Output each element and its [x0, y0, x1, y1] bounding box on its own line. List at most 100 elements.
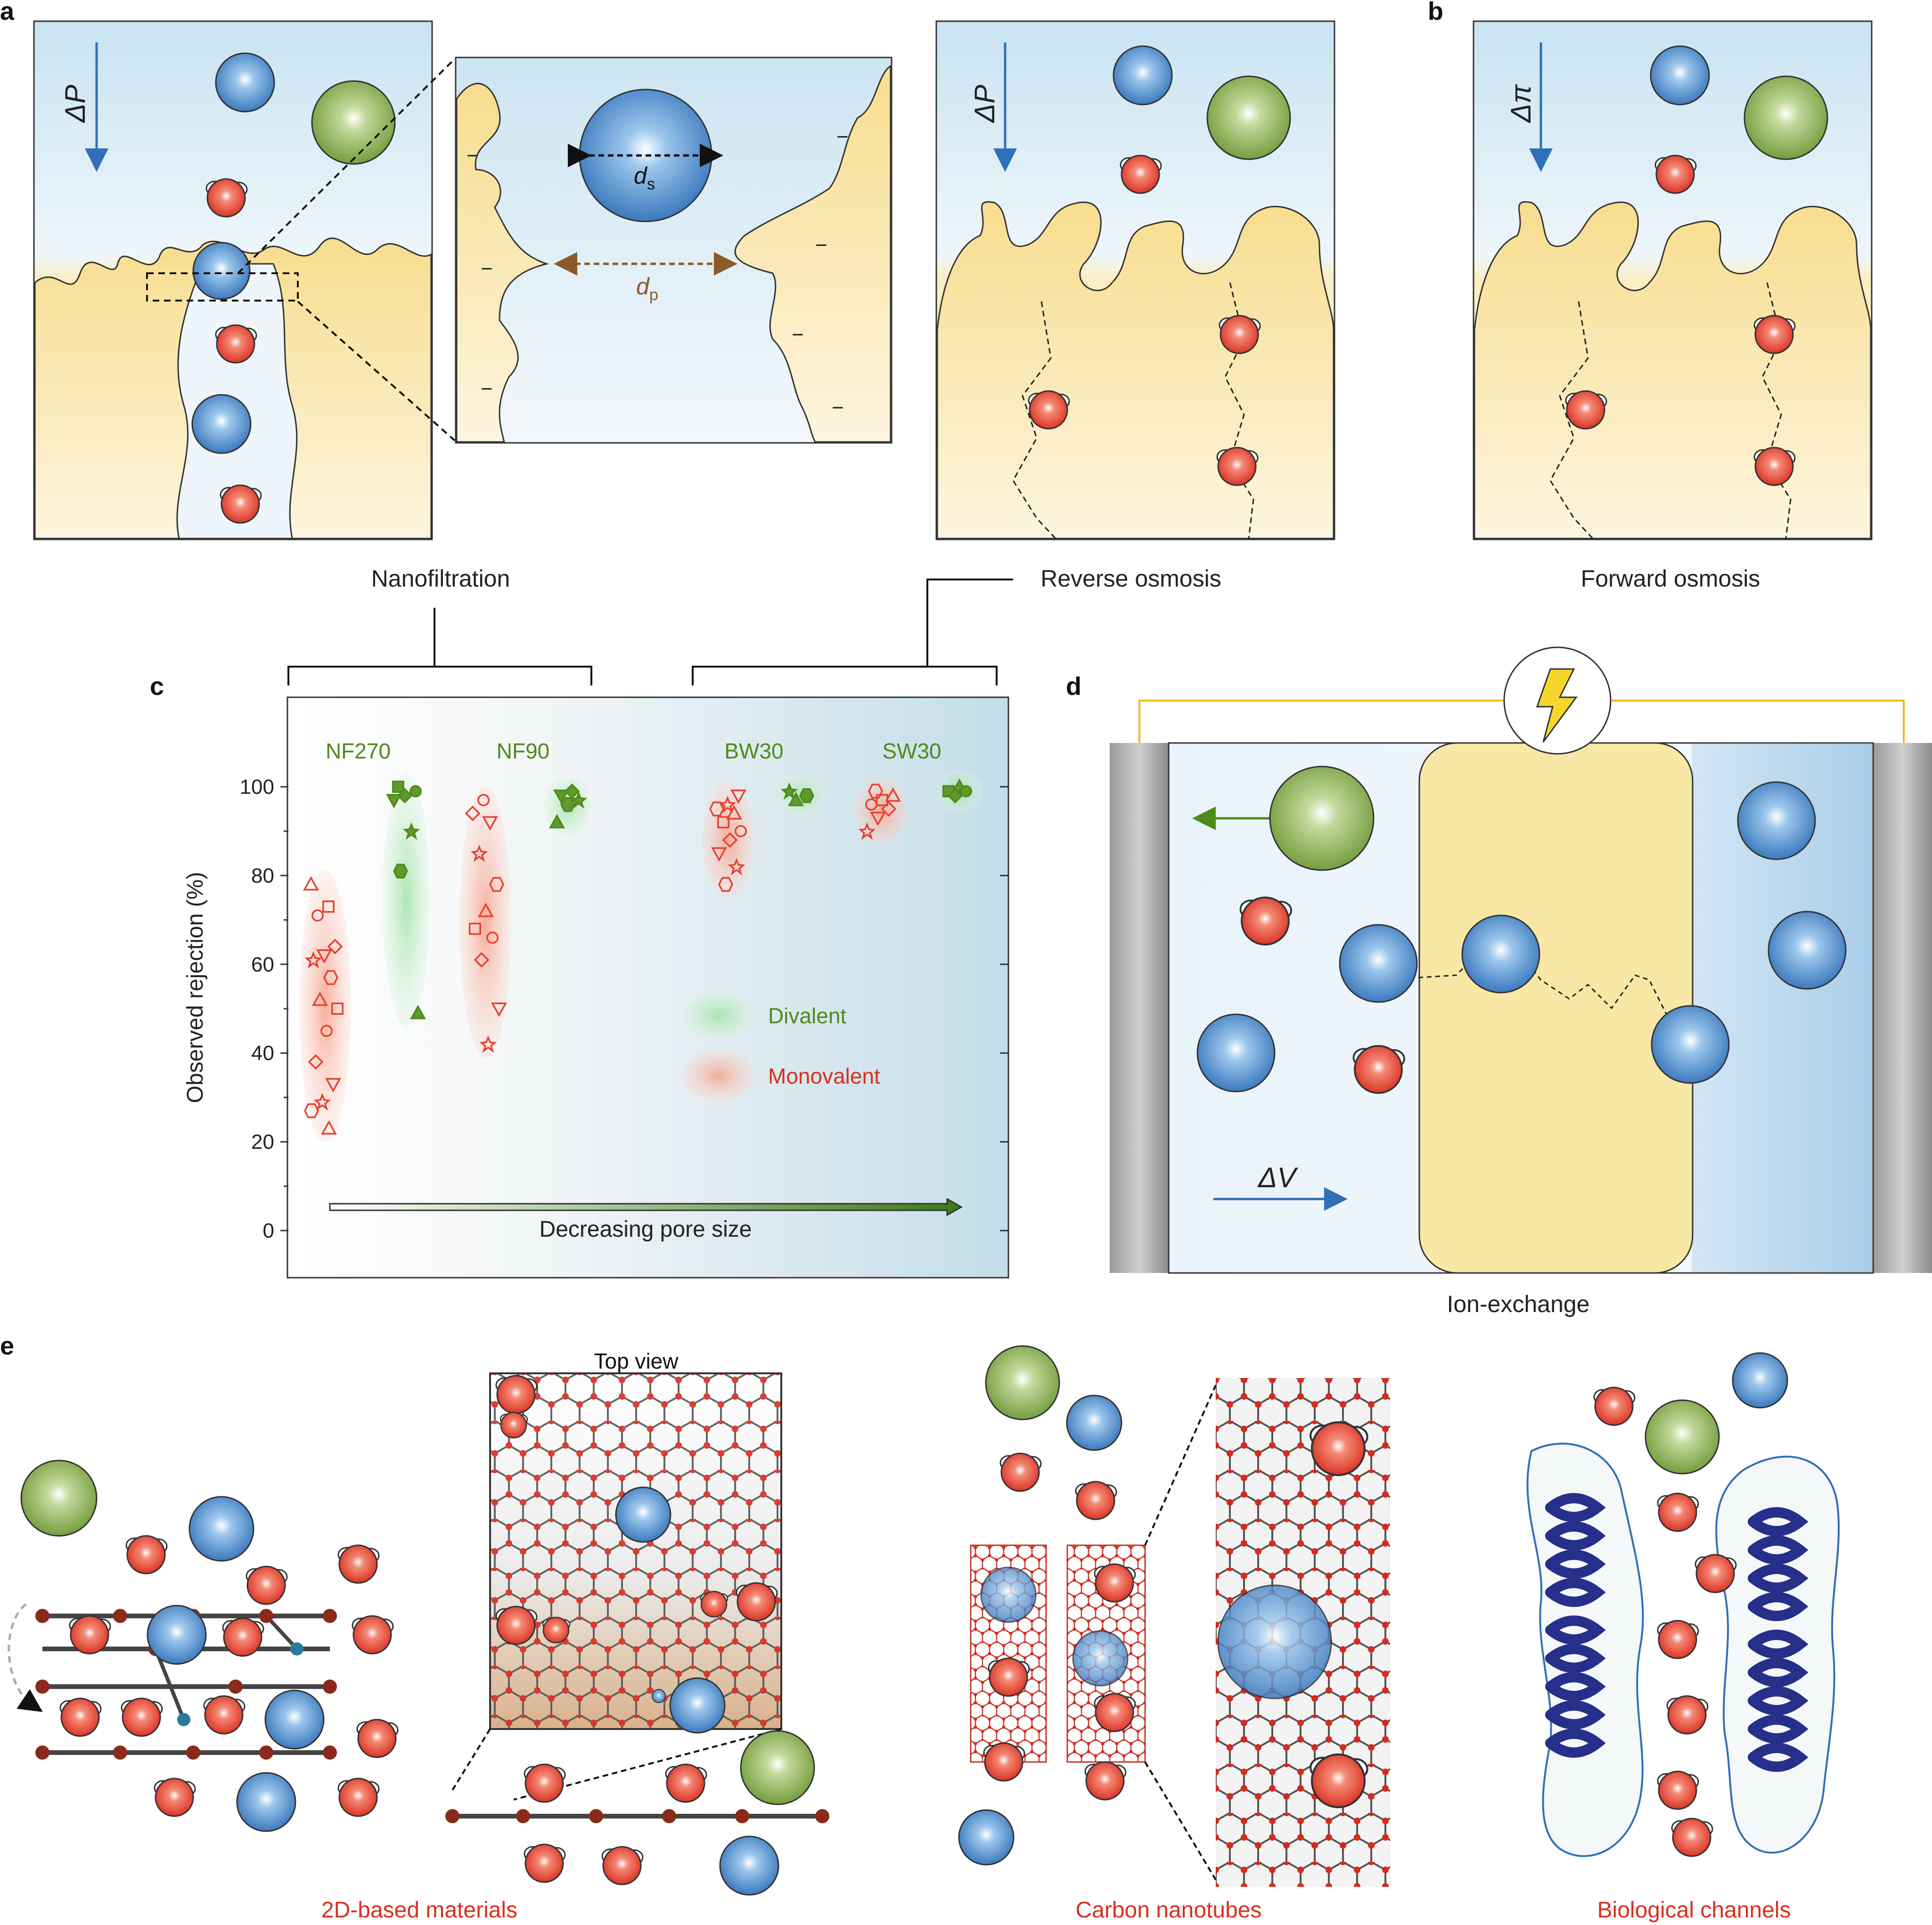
- ion-diameter-label: ds: [634, 163, 655, 193]
- cloud-bw30-monovalent: [702, 781, 754, 899]
- water-molecule: [337, 1778, 380, 1817]
- pressure-label: ΔP: [969, 85, 1000, 123]
- water-molecule: [121, 1697, 163, 1737]
- zoom-line: [297, 301, 456, 441]
- panel-letter-a: a: [0, 0, 15, 25]
- caption-forward-osmosis: Forward osmosis: [1581, 565, 1760, 592]
- legend-swatch-divalent: [683, 989, 754, 1041]
- monovalent-ion: [958, 1809, 1015, 1866]
- data-point-monovalent: [320, 1025, 333, 1037]
- data-point-monovalent: [489, 877, 504, 892]
- charge-sign: −: [836, 125, 849, 148]
- data-point-divalent: [553, 789, 569, 804]
- divalent-ion: [20, 1460, 98, 1537]
- data-point-monovalent: [313, 1093, 331, 1111]
- data-point-divalent: [560, 797, 575, 812]
- monovalent-ion: [188, 1496, 254, 1562]
- monovalent-ion: [264, 1689, 325, 1750]
- data-point-monovalent: [321, 1120, 337, 1135]
- y-tick-label: 60: [251, 953, 274, 976]
- dense-membrane: [1474, 201, 1872, 539]
- data-point-divalent: [947, 788, 963, 804]
- data-point-monovalent: [474, 952, 490, 968]
- alpha-helix: [1545, 1493, 1606, 1758]
- monovalent-ion: [1737, 781, 1816, 860]
- charge-sign: −: [815, 234, 827, 257]
- monovalent-ion: [1732, 1352, 1788, 1409]
- water-molecule: [1593, 1387, 1636, 1426]
- water-molecule: [352, 1615, 394, 1655]
- data-point-monovalent: [722, 832, 738, 848]
- divalent-ion: [311, 80, 396, 165]
- data-point-monovalent: [726, 805, 742, 820]
- data-point-monovalent: [465, 806, 481, 821]
- y-axis-label: Observed rejection (%): [183, 872, 208, 1103]
- charge-sign: −: [481, 257, 493, 280]
- bracket-reverse-osmosis: [692, 579, 1013, 685]
- water-molecule: [337, 1544, 380, 1584]
- water-molecule: [154, 1778, 196, 1817]
- data-point-monovalent: [870, 811, 886, 826]
- data-point-monovalent: [479, 1035, 497, 1053]
- data-point-monovalent: [469, 922, 481, 935]
- circuit-wire: [1138, 700, 1905, 743]
- panel-e: e Top view: [0, 1332, 1840, 1923]
- water-molecule: [524, 1763, 566, 1803]
- y-tick-label: 20: [251, 1131, 274, 1154]
- caption-biological-channels: Biological channels: [1597, 1898, 1791, 1923]
- y-tick-label: 100: [240, 775, 274, 799]
- monovalent-ion: [1196, 1013, 1276, 1093]
- divalent-ion: [1269, 766, 1375, 871]
- group-label-nf270: NF270: [326, 739, 391, 763]
- diffusion-path: [1549, 301, 1594, 539]
- water-molecule: [1657, 1620, 1699, 1659]
- lightning-icon: [1536, 668, 1578, 742]
- data-point-monovalent: [478, 903, 494, 917]
- charge-sign: −: [481, 377, 493, 400]
- group-label-nf90: NF90: [497, 739, 549, 763]
- x-axis-label: Decreasing pore size: [540, 1217, 752, 1242]
- data-point-divalent: [549, 814, 565, 829]
- data-point-divalent: [564, 783, 580, 799]
- data-point-monovalent: [308, 1054, 324, 1070]
- monovalent-ion: [191, 394, 252, 454]
- cloud-nf270-divalent: [383, 773, 430, 1028]
- monovalent-ion: [615, 1486, 671, 1543]
- data-point-monovalent: [491, 1003, 507, 1017]
- monovalent-ion: [1339, 924, 1418, 1003]
- data-point-monovalent: [312, 991, 328, 1006]
- cloud-nf90-monovalent: [459, 786, 511, 1059]
- y-tick-label: 80: [251, 864, 274, 887]
- electrode-right: [1873, 743, 1932, 1273]
- pore-diameter-label: dp: [636, 273, 658, 304]
- pore-wall-left: [456, 82, 549, 443]
- legend-monovalent: Monovalent: [768, 1064, 880, 1088]
- monovalent-ion: [192, 242, 251, 300]
- monovalent-ion: [1066, 1395, 1122, 1451]
- data-point-monovalent: [719, 795, 737, 814]
- data-point-divalent: [402, 822, 420, 840]
- data-point-divalent: [410, 1004, 426, 1020]
- water-molecule: [246, 1566, 288, 1605]
- panel-d: d ΔV Ion-exchange: [1066, 646, 1932, 1317]
- voltage-label: ΔV: [1257, 1162, 1298, 1193]
- data-point-monovalent: [311, 909, 324, 922]
- single-layer: [445, 1809, 829, 1823]
- panel-letter-d: d: [1066, 672, 1081, 701]
- data-point-divalent: [960, 785, 972, 798]
- panel-letter-b: b: [1428, 0, 1443, 25]
- data-point-divalent: [570, 791, 588, 809]
- caption-reverse-osmosis: Reverse osmosis: [1040, 565, 1221, 592]
- bracket-nanofiltration: [287, 608, 592, 685]
- water-molecule: [999, 1452, 1042, 1492]
- zoom-line: [1144, 1761, 1217, 1881]
- top-view-label: Top view: [594, 1349, 679, 1373]
- divalent-ion: [740, 1730, 815, 1805]
- water-molecule: [700, 1591, 729, 1618]
- monovalent-ion: [1651, 1005, 1730, 1084]
- monovalent-ion: [980, 1566, 1037, 1623]
- water-molecule: [356, 1719, 399, 1758]
